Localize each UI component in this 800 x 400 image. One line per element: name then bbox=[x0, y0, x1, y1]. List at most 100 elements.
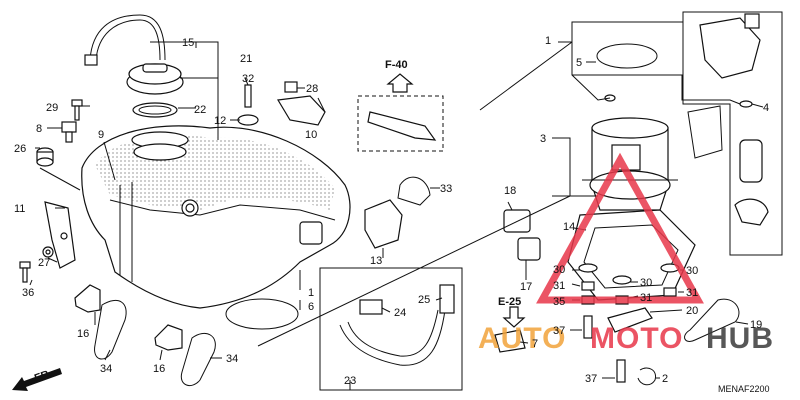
bolt-37b bbox=[616, 359, 626, 383]
callout-33: 33 bbox=[440, 183, 452, 195]
arrow-up-icon bbox=[386, 73, 414, 93]
filter-bracket bbox=[687, 105, 723, 159]
callout-22: 22 bbox=[194, 104, 206, 116]
f40-ref-box bbox=[357, 95, 444, 152]
callout-30c: 30 bbox=[686, 265, 698, 277]
filler-gasket bbox=[132, 102, 178, 118]
callout-32: 32 bbox=[242, 73, 254, 85]
callout-37a: 37 bbox=[553, 325, 565, 337]
rubber-pad-16b bbox=[154, 324, 183, 351]
callout-17: 17 bbox=[520, 281, 532, 293]
float-sensor bbox=[734, 198, 769, 226]
callout-18: 18 bbox=[504, 185, 516, 197]
bracket-20 bbox=[607, 307, 653, 333]
grommet-28 bbox=[284, 81, 298, 93]
joint-17 bbox=[517, 237, 541, 261]
fuel-filter bbox=[739, 139, 763, 183]
callout-30b: 30 bbox=[640, 277, 652, 289]
callout-10: 10 bbox=[305, 129, 317, 141]
filler-cap bbox=[84, 14, 184, 95]
fuel-hose-23-inner bbox=[347, 309, 439, 357]
fuel-tank bbox=[81, 125, 351, 330]
callout-29: 29 bbox=[46, 102, 58, 114]
callout-24: 24 bbox=[394, 307, 406, 319]
band-34b bbox=[180, 333, 216, 387]
diagram-code: MENAF2200 bbox=[718, 384, 770, 394]
band-34a bbox=[94, 300, 127, 360]
callout-2: 2 bbox=[662, 373, 668, 385]
callout-36: 36 bbox=[22, 287, 34, 299]
callout-1b: 1 bbox=[308, 287, 314, 299]
ref-f40: F-40 bbox=[385, 59, 408, 71]
callout-30a: 30 bbox=[553, 264, 565, 276]
callout-14: 14 bbox=[563, 221, 575, 233]
washers-30 bbox=[578, 263, 680, 285]
callout-19: 19 bbox=[750, 319, 762, 331]
callout-25: 25 bbox=[418, 294, 430, 306]
callout-31b: 31 bbox=[640, 292, 652, 304]
callout-16b: 16 bbox=[153, 363, 165, 375]
callout-21: 21 bbox=[240, 53, 252, 65]
callout-16a: 16 bbox=[77, 328, 89, 340]
strap-19 bbox=[684, 298, 740, 342]
callout-12: 12 bbox=[214, 115, 226, 127]
callout-28: 28 bbox=[306, 83, 318, 95]
callout-27: 27 bbox=[38, 257, 50, 269]
watermark-text-2: MOTO bbox=[590, 322, 683, 355]
callout-15: 15 bbox=[182, 37, 194, 49]
pump-subassy-box bbox=[682, 11, 783, 256]
callout-31a: 31 bbox=[553, 280, 565, 292]
callout-3: 3 bbox=[540, 133, 546, 145]
callout-8: 8 bbox=[36, 123, 42, 135]
watermark-text-1: AUTO bbox=[478, 322, 566, 355]
clip-32 bbox=[244, 84, 252, 108]
bracket-11 bbox=[44, 201, 76, 269]
pump-gasket-inner bbox=[583, 224, 679, 289]
callout-26: 26 bbox=[14, 143, 26, 155]
callout-34a: 34 bbox=[100, 363, 112, 375]
clip-2 bbox=[637, 367, 657, 386]
callout-31c: 31 bbox=[686, 287, 698, 299]
bracket-10 bbox=[277, 95, 326, 126]
callout-11: 11 bbox=[14, 203, 25, 215]
front-label: FR. bbox=[33, 367, 54, 384]
callout-labels: 15 21 22 32 28 12 10 29 8 9 26 11 27 36 … bbox=[14, 35, 770, 394]
watermark-triangle-icon bbox=[536, 152, 704, 304]
hose-box bbox=[319, 267, 463, 391]
gasket-12 bbox=[237, 114, 259, 126]
filler-gasket-inner bbox=[138, 105, 172, 115]
pump-motor bbox=[699, 17, 761, 79]
pump-connector bbox=[744, 13, 760, 29]
ref-e25: E-25 bbox=[498, 296, 521, 308]
seal-33 bbox=[397, 176, 431, 206]
bolt-36 bbox=[19, 261, 31, 283]
rubber-pad-16a bbox=[74, 284, 101, 313]
callout-6: 6 bbox=[308, 301, 314, 313]
callout-13: 13 bbox=[370, 255, 382, 267]
front-arrow-icon bbox=[12, 368, 62, 391]
callout-7: 7 bbox=[532, 338, 538, 350]
stay-f40 bbox=[367, 111, 437, 141]
callout-34b: 34 bbox=[226, 353, 238, 365]
watermark: AUTO MOTO HUB bbox=[478, 152, 774, 355]
watermark-text-3: HUB bbox=[706, 322, 774, 355]
fuel-hose-23 bbox=[339, 309, 446, 366]
callout-4: 4 bbox=[763, 102, 769, 114]
callout-5: 5 bbox=[576, 57, 582, 69]
hose-clip-24 bbox=[359, 299, 383, 315]
callout-9: 9 bbox=[98, 129, 104, 141]
bracket-13 bbox=[364, 199, 403, 249]
bolt-37a bbox=[583, 315, 593, 339]
callout-37b: 37 bbox=[585, 373, 597, 385]
bolt-29 bbox=[71, 99, 83, 121]
grommet-26 bbox=[36, 147, 54, 167]
joint-25 bbox=[439, 284, 455, 314]
callout-23: 23 bbox=[344, 375, 356, 387]
callout-20: 20 bbox=[686, 305, 698, 317]
clip-7 bbox=[494, 329, 526, 353]
callout-35: 35 bbox=[553, 296, 565, 308]
washer-4 bbox=[739, 100, 753, 108]
callout-1a: 1 bbox=[545, 35, 551, 47]
